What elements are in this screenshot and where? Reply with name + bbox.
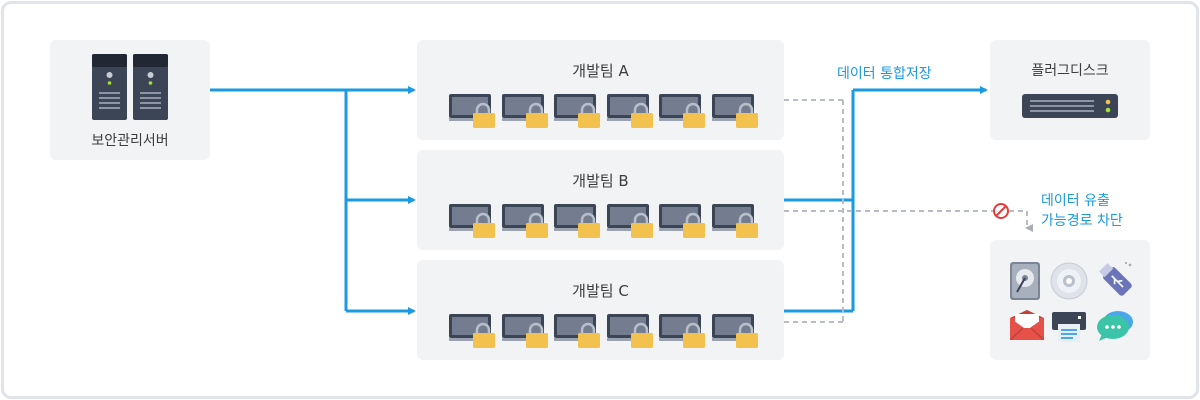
leak-block-line2: 가능경로 차단 [1041, 213, 1123, 229]
hard-drive-icon [1010, 262, 1040, 300]
locked-pc-icon [659, 94, 705, 128]
locked-pc-icon [711, 314, 758, 348]
leak-block-line1: 데이터 유출 [1041, 193, 1110, 209]
locked-pc-icon [501, 204, 548, 238]
pc-row [449, 94, 759, 128]
server-icon [92, 54, 168, 120]
locked-pc-icon [449, 94, 495, 128]
printer-icon [1052, 312, 1086, 342]
security-server-panel: 보안관리서버 [50, 40, 210, 160]
locked-pc-icon [659, 204, 705, 238]
team-label: 개발팀 B [572, 172, 629, 190]
team-panel-c: 개발팀 C [417, 260, 784, 360]
locked-pc-icon [449, 204, 495, 238]
block-icon [993, 203, 1009, 219]
team-panel-a: 개발팀 A [417, 40, 784, 140]
locked-pc-icon [711, 204, 758, 238]
flash-disk-label: 플러그디스크 [1031, 63, 1109, 79]
locked-pc-icon [449, 314, 495, 348]
usb-icon [1099, 261, 1132, 296]
server-to-team-lines [210, 86, 416, 315]
locked-pc-icon [554, 314, 600, 348]
locked-pc-icon [501, 94, 548, 128]
locked-pc-icon [501, 314, 548, 348]
storage-device-icon [1022, 94, 1118, 118]
email-icon [1010, 310, 1044, 340]
locked-pc-icon [606, 94, 653, 128]
flash-disk-panel: 플러그디스크 [990, 40, 1150, 140]
team-label: 개발팀 C [572, 282, 629, 300]
locked-pc-icon [554, 204, 600, 238]
locked-pc-icon [606, 314, 653, 348]
locked-pc-icon [659, 314, 705, 348]
leak-path-lines [784, 99, 1033, 323]
security-server-label: 보안관리서버 [91, 133, 169, 149]
team-to-disk-lines [784, 86, 988, 313]
team-panel-b: 개발팀 B [417, 150, 784, 250]
leak-channels-panel [990, 240, 1150, 360]
locked-pc-icon [606, 204, 653, 238]
locked-pc-icon [711, 94, 758, 128]
integration-label: 데이터 통합저장 [837, 66, 932, 82]
locked-pc-icon [554, 94, 600, 128]
team-label: 개발팀 A [572, 62, 629, 80]
pc-row [449, 314, 759, 348]
messenger-icon [1097, 311, 1133, 341]
cd-icon [1050, 262, 1088, 300]
pc-row [449, 204, 759, 238]
